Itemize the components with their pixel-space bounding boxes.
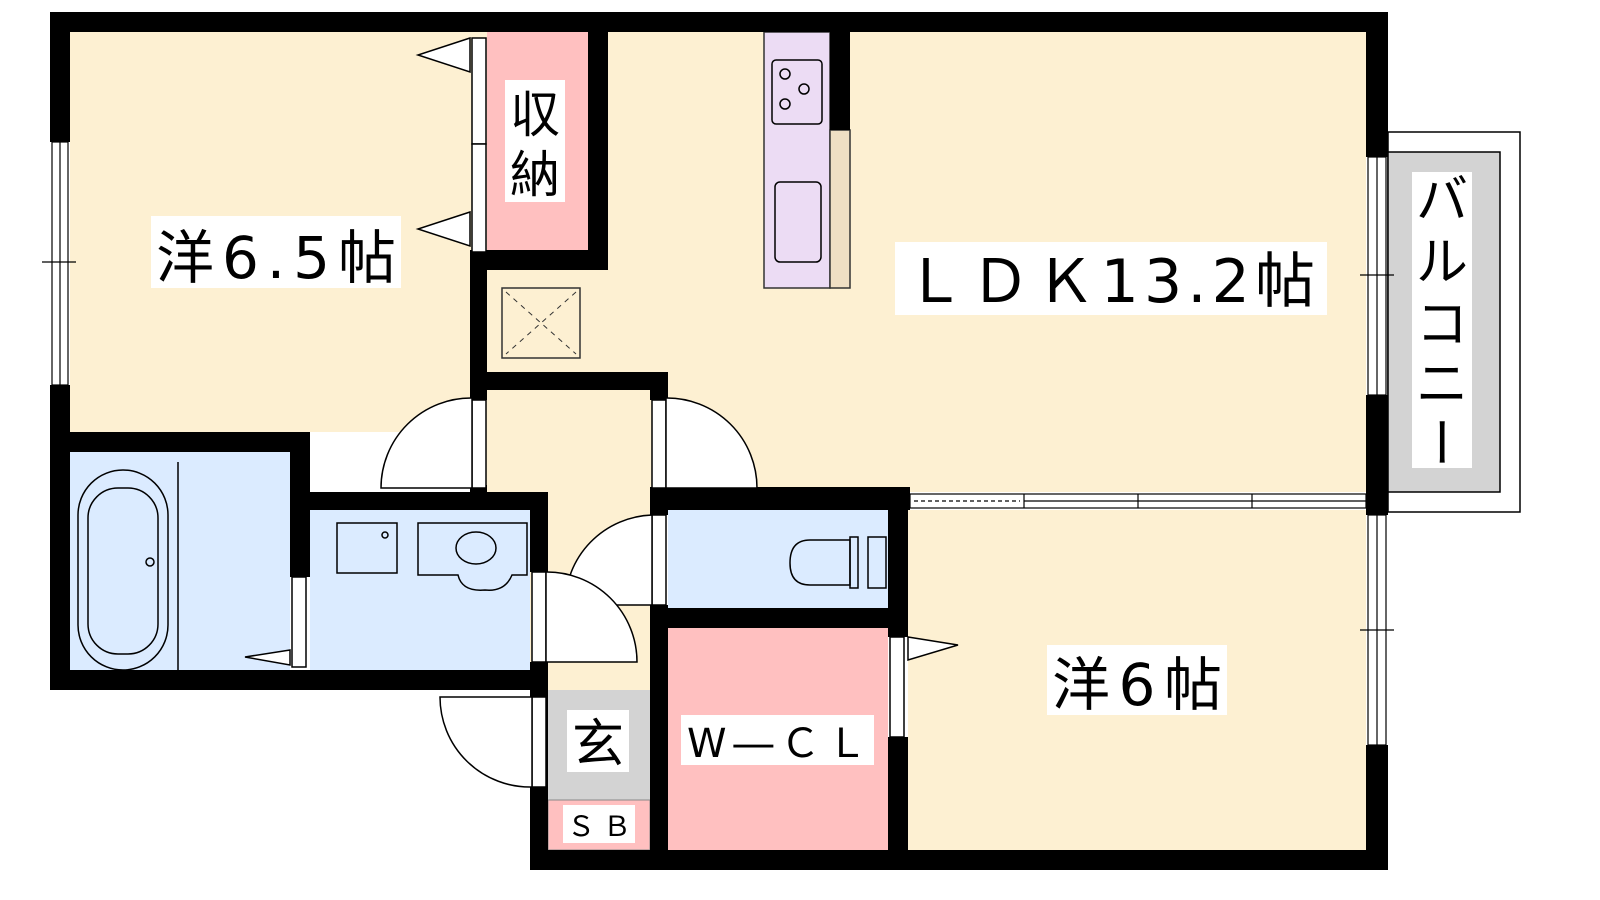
washing-machine-icon <box>336 522 398 574</box>
wash-basin-icon <box>417 522 528 591</box>
svg-text:ー: ー <box>1409 416 1469 468</box>
label-western-6-5: 洋6.5帖 <box>151 216 401 292</box>
svg-text:納: 納 <box>510 146 560 204</box>
stove-icon <box>771 59 823 125</box>
svg-text:ル: ル <box>1416 233 1468 293</box>
doors[interactable] <box>244 36 959 788</box>
windows <box>42 141 1394 746</box>
label-shoe-box: ＳＢ <box>563 805 635 843</box>
label-entrance: 玄 <box>567 710 629 775</box>
label-walk-in-closet: W―ＣＬ <box>681 715 874 767</box>
svg-text:収: 収 <box>510 86 560 144</box>
washroom <box>310 510 530 670</box>
label-storage: 収 納 <box>505 80 565 204</box>
label-western-6: 洋6帖 <box>1047 645 1227 719</box>
toilet-icon <box>789 536 887 589</box>
label-balcony: バ ル コ ニ ー <box>1409 171 1469 468</box>
svg-text:ニ: ニ <box>1416 355 1468 415</box>
svg-text:バ: バ <box>1416 171 1468 231</box>
svg-text:玄: 玄 <box>572 715 624 775</box>
svg-text:コ: コ <box>1416 295 1468 355</box>
svg-text:洋6.5帖: 洋6.5帖 <box>156 224 396 292</box>
label-ldk: ＬＤＫ13.2帖 <box>895 242 1327 317</box>
attic-hatch-icon <box>501 287 581 359</box>
sink-icon <box>774 181 822 263</box>
walls <box>50 12 1388 870</box>
svg-text:洋6帖: 洋6帖 <box>1052 651 1222 719</box>
toilet-room <box>668 510 888 608</box>
bathroom <box>70 452 290 670</box>
balcony <box>1387 131 1521 513</box>
svg-text:ＬＤＫ13.2帖: ＬＤＫ13.2帖 <box>905 247 1315 317</box>
